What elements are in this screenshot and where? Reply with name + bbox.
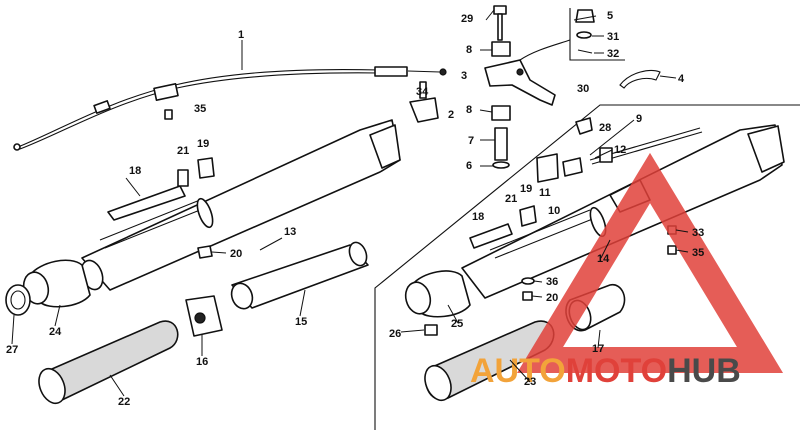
callout-32: 32 — [607, 48, 619, 60]
callout-1: 1 — [238, 29, 244, 41]
callout-10: 10 — [548, 205, 560, 217]
throttle-cable — [13, 40, 447, 151]
throttle-sleeve — [230, 241, 369, 310]
handlebar-grip-left — [38, 320, 179, 405]
callout-35-right: 35 — [692, 247, 704, 259]
callout-6: 6 — [466, 160, 472, 172]
callout-20-right: 20 — [546, 292, 558, 304]
callout-8-upper: 8 — [466, 44, 472, 56]
callout-18-right: 18 — [472, 211, 484, 223]
callout-29: 29 — [461, 13, 473, 25]
switch-pieces-left — [107, 157, 215, 259]
callout-22: 22 — [118, 396, 130, 408]
cap-26 — [424, 324, 438, 336]
callout-4: 4 — [678, 73, 685, 85]
callout-14: 14 — [597, 253, 610, 265]
callout-9: 9 — [636, 113, 642, 125]
callout-5: 5 — [607, 10, 613, 22]
watermark-brand-part2: MOTO — [566, 352, 667, 390]
callout-28: 28 — [599, 122, 611, 134]
callout-31: 31 — [607, 31, 619, 43]
callout-12: 12 — [614, 144, 626, 156]
callout-labels: 1 2 3 4 5 6 7 8 8 9 10 11 12 13 14 15 16… — [6, 10, 704, 408]
callout-34: 34 — [416, 86, 429, 98]
callout-19-right: 19 — [520, 183, 532, 195]
callout-18-left: 18 — [129, 165, 141, 177]
handlebar-grip-right — [424, 320, 555, 402]
collar-pin-washer — [491, 105, 511, 169]
callout-25: 25 — [451, 318, 463, 330]
callout-15: 15 — [295, 316, 307, 328]
bolt-and-collar-upper — [491, 5, 511, 57]
callout-35-left: 35 — [194, 103, 206, 115]
callout-33: 33 — [692, 227, 704, 239]
grip-end-rubber-right — [404, 270, 471, 318]
watermark-triangle — [516, 152, 784, 373]
callout-16: 16 — [196, 356, 208, 368]
watermark-brand-part1: AUTO — [470, 352, 566, 390]
callout-13: 13 — [284, 226, 296, 238]
callout-20-left: 20 — [230, 248, 242, 260]
callout-17: 17 — [592, 343, 604, 355]
callout-11: 11 — [539, 187, 551, 199]
switch-housing — [185, 295, 223, 337]
callout-24: 24 — [49, 326, 62, 338]
callout-3: 3 — [461, 70, 467, 82]
cable-bracket — [409, 81, 439, 123]
leader-lines — [11, 9, 689, 397]
callout-27: 27 — [6, 344, 18, 356]
callout-21-right: 21 — [505, 193, 517, 205]
callout-7: 7 — [468, 135, 474, 147]
callout-30: 30 — [577, 83, 589, 95]
section-divider — [374, 8, 800, 430]
callout-8-lower: 8 — [466, 104, 472, 116]
cable-clip — [619, 69, 661, 89]
callout-21-left: 21 — [177, 145, 189, 157]
callout-36: 36 — [546, 276, 558, 288]
cap-28 — [575, 117, 593, 135]
switch-pieces-right — [469, 153, 583, 249]
callout-19-left: 19 — [197, 138, 209, 150]
cable-holder-plate — [484, 39, 571, 106]
watermark-logo — [516, 152, 784, 373]
watermark-text: AUTOMOTOHUB — [470, 352, 741, 390]
clutch-cable — [589, 127, 703, 165]
watermark-brand-part3: HUB — [667, 352, 741, 390]
end-cap-left — [5, 284, 31, 316]
callout-2: 2 — [448, 109, 454, 121]
screw-and-washer-right — [521, 277, 535, 301]
callout-26: 26 — [389, 328, 401, 340]
small-bolt-left — [164, 109, 173, 120]
